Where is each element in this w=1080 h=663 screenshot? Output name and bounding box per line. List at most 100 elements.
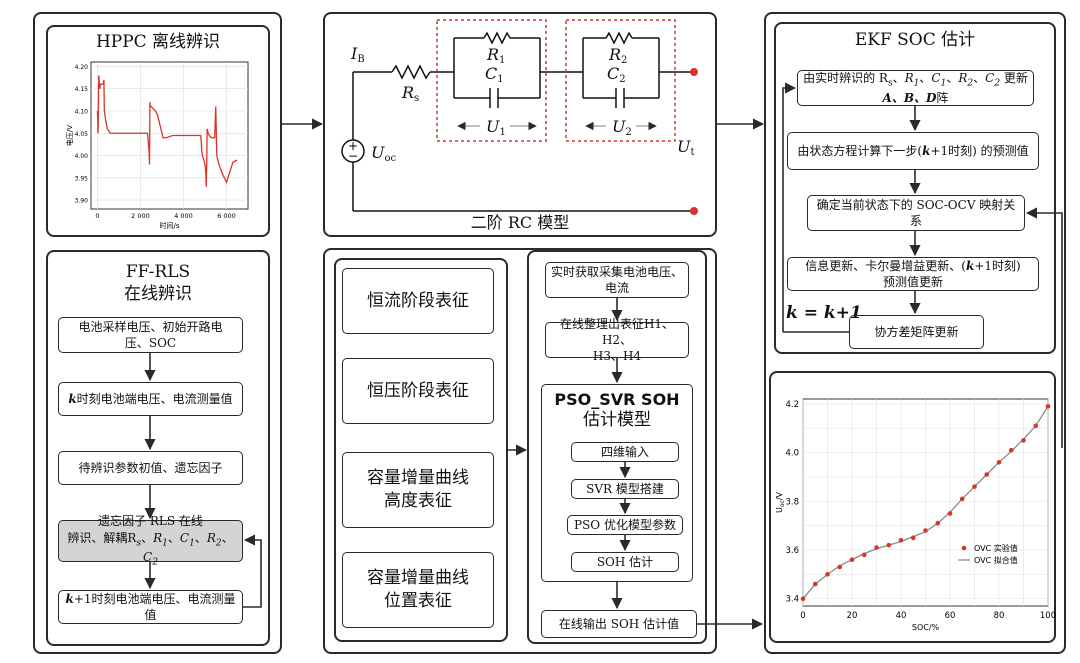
r1-sub: 1 [162, 537, 168, 548]
ffrls-step-init: 待辨识参数初值、遗忘因子 [58, 451, 243, 485]
ffrls-panel [46, 250, 270, 646]
ocv-experimental-point [910, 535, 916, 541]
ocv-experimental-point [886, 542, 892, 548]
soh-model-input-text: 四维输入 [600, 444, 649, 459]
ekf-r1-var: R [904, 71, 914, 86]
soh-step-features-line1: 在线整理出表征H1、H2、 [559, 316, 675, 347]
ffrls-step-k-measure: k时刻电池端电压、电流测量值 [58, 382, 243, 416]
ffrls-subtitle: 在线辨识 [124, 284, 192, 304]
ocv-experimental-point [1033, 423, 1039, 429]
hppc-xtick-label: 0 [95, 212, 99, 220]
ocv-xtick-label: 40 [896, 611, 907, 621]
feature-ic-height-line2: 高度表征 [384, 491, 452, 511]
ocv-experimental-point [874, 545, 879, 550]
soh-output: 在线输出 SOH 估计值 [541, 610, 697, 638]
legend-experimental-marker [961, 545, 967, 551]
feature-cv: 恒压阶段表征 [342, 358, 494, 424]
r2-sub: 2 [215, 537, 222, 548]
ekf-abd-suffix: 阵 [936, 90, 949, 105]
r2-resistor [605, 31, 633, 45]
r1-resistor [483, 31, 511, 45]
ut-label: Ut [677, 137, 695, 158]
r1-label: R1 [486, 45, 505, 66]
ffrls-step-rls-line2: 辨识、解耦Rs、R1、C1、R2、C2 [67, 530, 234, 568]
ekf-kalman-line1: 信息更新、卡尔曼增益更新、(k+1时刻) [805, 258, 1020, 274]
k1-var: k [65, 591, 74, 606]
ekf-step-update-matrices: 由实时辨识的 Rs、R1、C1、R2、C2 更新 A、B、D阵 [797, 70, 1034, 106]
ekf-step-update-line2: A、B、D阵 [883, 90, 949, 106]
ocv-experimental-point [837, 564, 843, 570]
soh-arrows [611, 298, 631, 610]
u2-label: U2 [612, 117, 632, 138]
ffrls-step-sampling: 电池采样电压、初始开路电压、SOC [58, 317, 243, 353]
feature-cv-text: 恒压阶段表征 [367, 380, 469, 401]
feature-cc: 恒流阶段表征 [342, 268, 494, 334]
source-minus: − [348, 149, 358, 163]
ocv-xtick-label: 80 [994, 611, 1005, 621]
hppc-plot-area [90, 61, 249, 210]
hppc-voltage-line [96, 75, 238, 187]
ffrls-title: FF-RLS [125, 262, 191, 282]
ffrls-arrows [144, 353, 262, 608]
uoc-source [341, 139, 365, 163]
ocv-experimental-point [923, 528, 928, 533]
hppc-xlabel: 时间/s [159, 221, 179, 230]
ekf-title: EKF SOC 估计 [854, 30, 976, 50]
ffrls-step-init-text: 待辨识参数初值、遗忘因子 [78, 460, 223, 475]
ekf-r2-var: R [958, 71, 968, 86]
rc1-dashed-box [436, 19, 547, 142]
ocv-experimental-point [898, 537, 904, 543]
ekf-step-update-line1: 由实时辨识的 Rs、R1、C1、R2、C2 更新 [803, 71, 1028, 89]
legend-fit-label: OVC 拟合值 [974, 555, 1018, 565]
soh-step-acquire-line2: 电流 [604, 281, 629, 295]
ib-label: IB [350, 44, 365, 65]
c1-var: C [179, 530, 190, 545]
ekf-r1-sub: 1 [913, 78, 920, 89]
ocv-xtick-label: 0 [800, 611, 805, 621]
soh-model-estimate-text: SOH 估计 [596, 554, 654, 569]
c1-label: C1 [485, 64, 504, 85]
ffrls-step-rls: 遗忘因子 RLS 在线 辨识、解耦Rs、R1、C1、R2、C2 [58, 514, 243, 567]
ekf-abd: A、B、D [882, 90, 937, 105]
ffrls-step-k-measure-label: 时刻电池端电压、电流测量值 [76, 391, 233, 406]
feature-ic-position: 容量增量曲线位置表征 [342, 552, 494, 628]
ekf-kalman-b: +1时刻) [974, 258, 1021, 273]
rs-resistor [391, 64, 431, 80]
hppc-ytick-label: 4.15 [75, 86, 89, 93]
ekf-rs-sub: s [887, 78, 893, 89]
ocv-ytick-label: 3.4 [785, 595, 799, 605]
soh-model-svr: SVR 模型搭建 [571, 479, 679, 499]
hppc-ytick-label: 4.10 [75, 109, 89, 116]
ocv-experimental-point [812, 581, 818, 587]
ocv-ytick-label: 3.6 [785, 546, 799, 556]
hppc-ytick-label: 3.95 [75, 175, 89, 182]
ocv-xtick-label: 60 [945, 611, 956, 621]
soh-model-svr-text: SVR 模型搭建 [586, 481, 664, 496]
c2-var: C [143, 550, 153, 565]
panel-connectors [282, 82, 1063, 630]
ekf-step-kalman-update: 信息更新、卡尔曼增益更新、(k+1时刻) 预测值更新 [787, 257, 1039, 291]
u1-label: U1 [486, 117, 506, 138]
hppc-ylabel: 电压/V [65, 125, 74, 146]
hppc-title: HPPC 离线辨识 [95, 32, 221, 52]
terminal-top [690, 68, 698, 76]
ekf-loop-to-covariance [783, 322, 848, 332]
r2-var: R [206, 530, 216, 545]
rc-dashed-boxes [436, 19, 676, 142]
ffrls-step-rls-line1: 遗忘因子 RLS 在线 [98, 514, 203, 529]
rc-labels: IB Rs R1 C1 R2 C2 U1 U2 Uoc Ut [350, 44, 695, 164]
ocv-experimental-point [800, 596, 806, 601]
ekf-feedback-top [782, 82, 797, 322]
ekf-step-covariance-text: 协方差矩阵更新 [874, 324, 959, 339]
ocv-experimental-point [861, 552, 867, 558]
ekf-step-predict: 由状态方程计算下一步(k+1时刻) 的预测值 [787, 132, 1039, 170]
ekf-kalman-line2: 预测值更新 [882, 275, 943, 289]
ekf-step-soc-ocv: 确定当前状态下的 SOC-OCV 映射关系 [807, 195, 1025, 231]
ocv-experimental-point [959, 496, 965, 502]
ocv-experimental-point [849, 557, 855, 563]
soh-step-acquire: 实时获取采集电池电压、电流 [545, 262, 689, 298]
c2-label: C2 [607, 64, 626, 85]
ffrls-step-sampling-text: 电池采样电压、初始开路电压、SOC [78, 319, 223, 350]
